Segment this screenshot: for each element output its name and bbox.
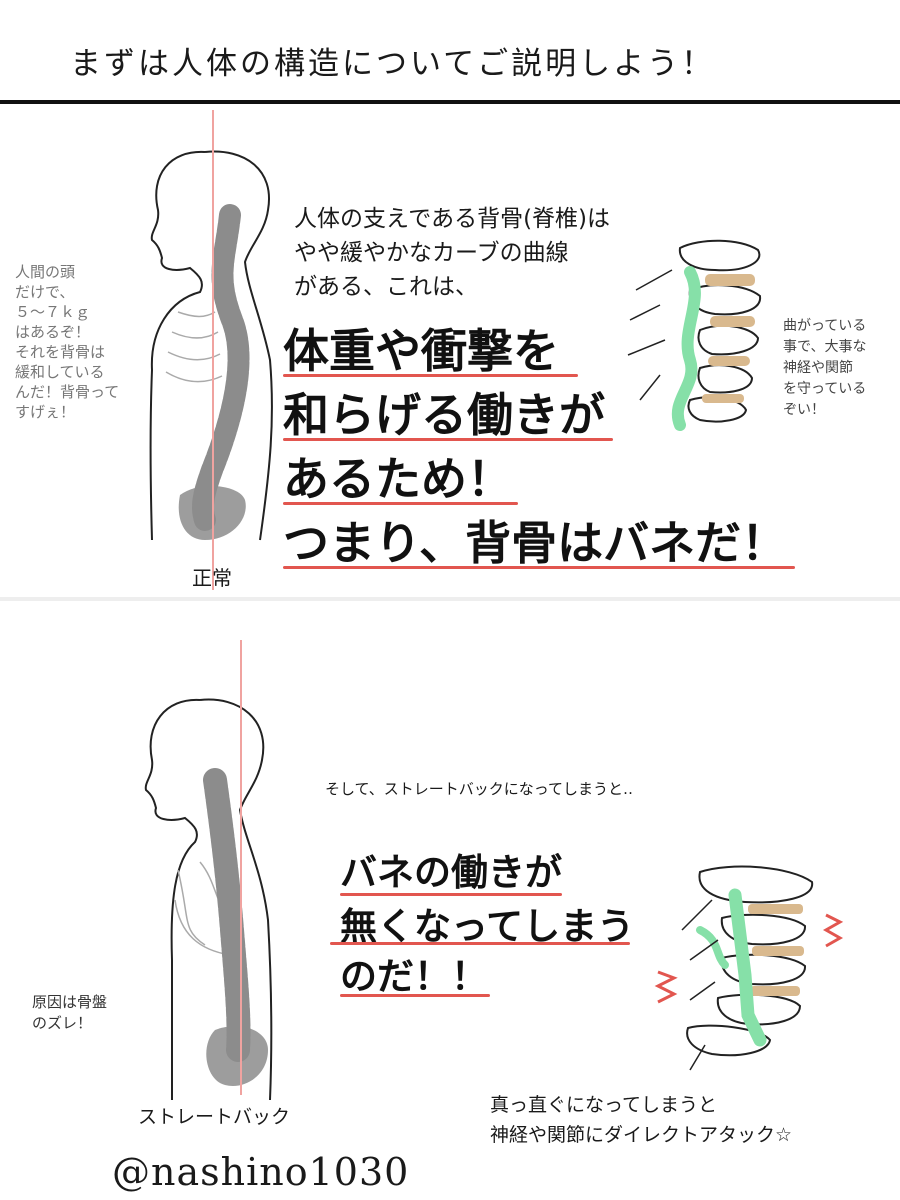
author-signature: @nashino1030 <box>112 1150 409 1194</box>
note-line: 神経や関節にダイレクトアタック☆ <box>490 1120 792 1150</box>
note-line: 真っ直ぐになってしまうと <box>490 1090 792 1120</box>
direct-attack-note: 真っ直ぐになってしまうと 神経や関節にダイレクトアタック☆ <box>490 1090 792 1150</box>
